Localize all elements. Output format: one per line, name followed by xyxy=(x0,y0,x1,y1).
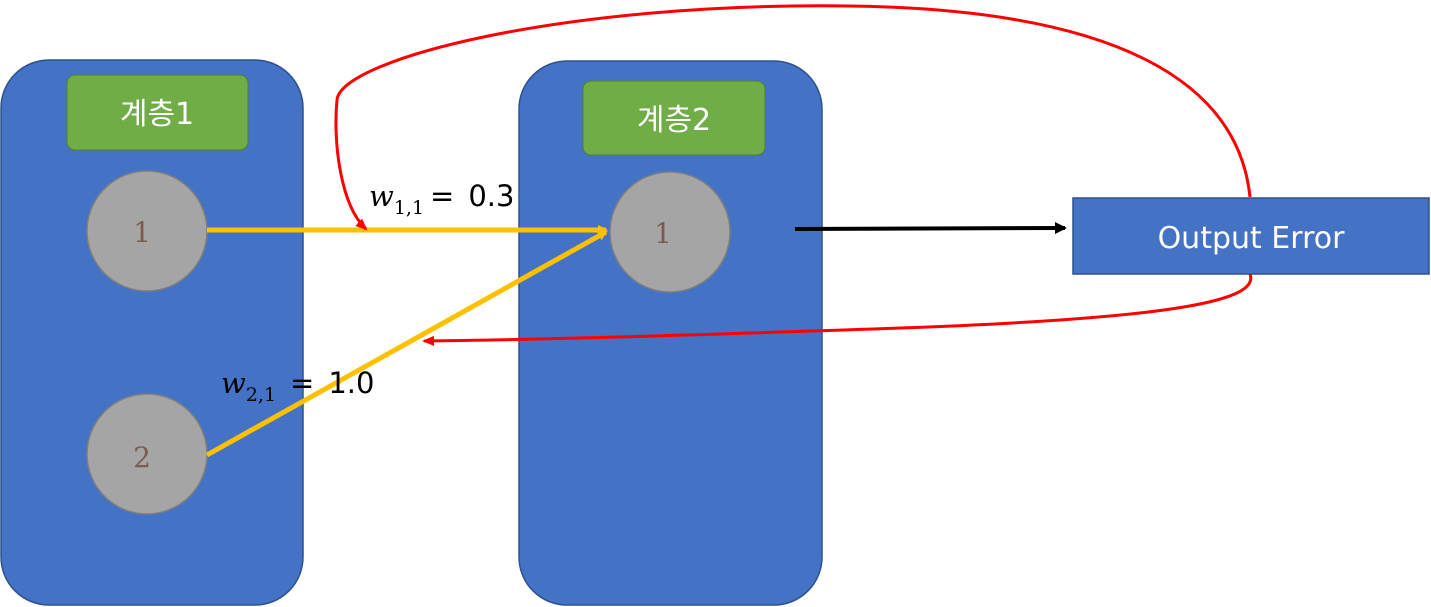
layer-2: 계층2 1 xyxy=(518,60,823,606)
weight-label-1-1: w1,1 = 0.3 xyxy=(369,179,514,219)
layer-1-node-2-label: 2 xyxy=(133,441,151,474)
weight-2-1-value: 1.0 xyxy=(328,366,374,400)
weight-1-1-value: 0.3 xyxy=(468,179,514,213)
layer-2-panel xyxy=(518,60,823,606)
output-error-label: Output Error xyxy=(1158,221,1346,256)
layer-1-title-box xyxy=(66,74,249,151)
layer-2-node-1-label: 1 xyxy=(654,217,672,250)
weight-2-1-symbol: w xyxy=(221,366,246,400)
error-feedback-arrow-bottom xyxy=(422,273,1253,346)
forward-arrow xyxy=(794,222,1067,235)
output-error-box: Output Error xyxy=(1072,197,1430,275)
weight-1-1-subscript: 1,1 xyxy=(394,197,424,219)
weight-2-1-subscript: 2,1 xyxy=(246,384,276,406)
svg-text:w2,1=1.0: w2,1 = 1.0 xyxy=(221,366,374,406)
layer-1-node-1-label: 1 xyxy=(133,216,151,249)
layer-2-title: 계층2 xyxy=(637,103,711,138)
weight-2-1-equals: = xyxy=(290,366,314,400)
weight-edge-2-1 xyxy=(205,229,608,458)
layer-2-node-1 xyxy=(609,171,731,293)
weight-1-1-equals: = xyxy=(430,179,454,213)
svg-text:w1,1=0.3: w1,1 = 0.3 xyxy=(369,179,514,219)
layer-1-panel xyxy=(0,59,304,606)
layer-2-title-box xyxy=(582,80,766,156)
layer-1: 계층1 1 2 xyxy=(0,59,304,606)
weight-1-1-symbol: w xyxy=(369,179,394,213)
layer-1-title: 계층1 xyxy=(120,97,194,132)
error-feedback-arrow-top xyxy=(334,4,1252,231)
weight-label-2-1: w2,1 = 1.0 xyxy=(221,366,374,406)
